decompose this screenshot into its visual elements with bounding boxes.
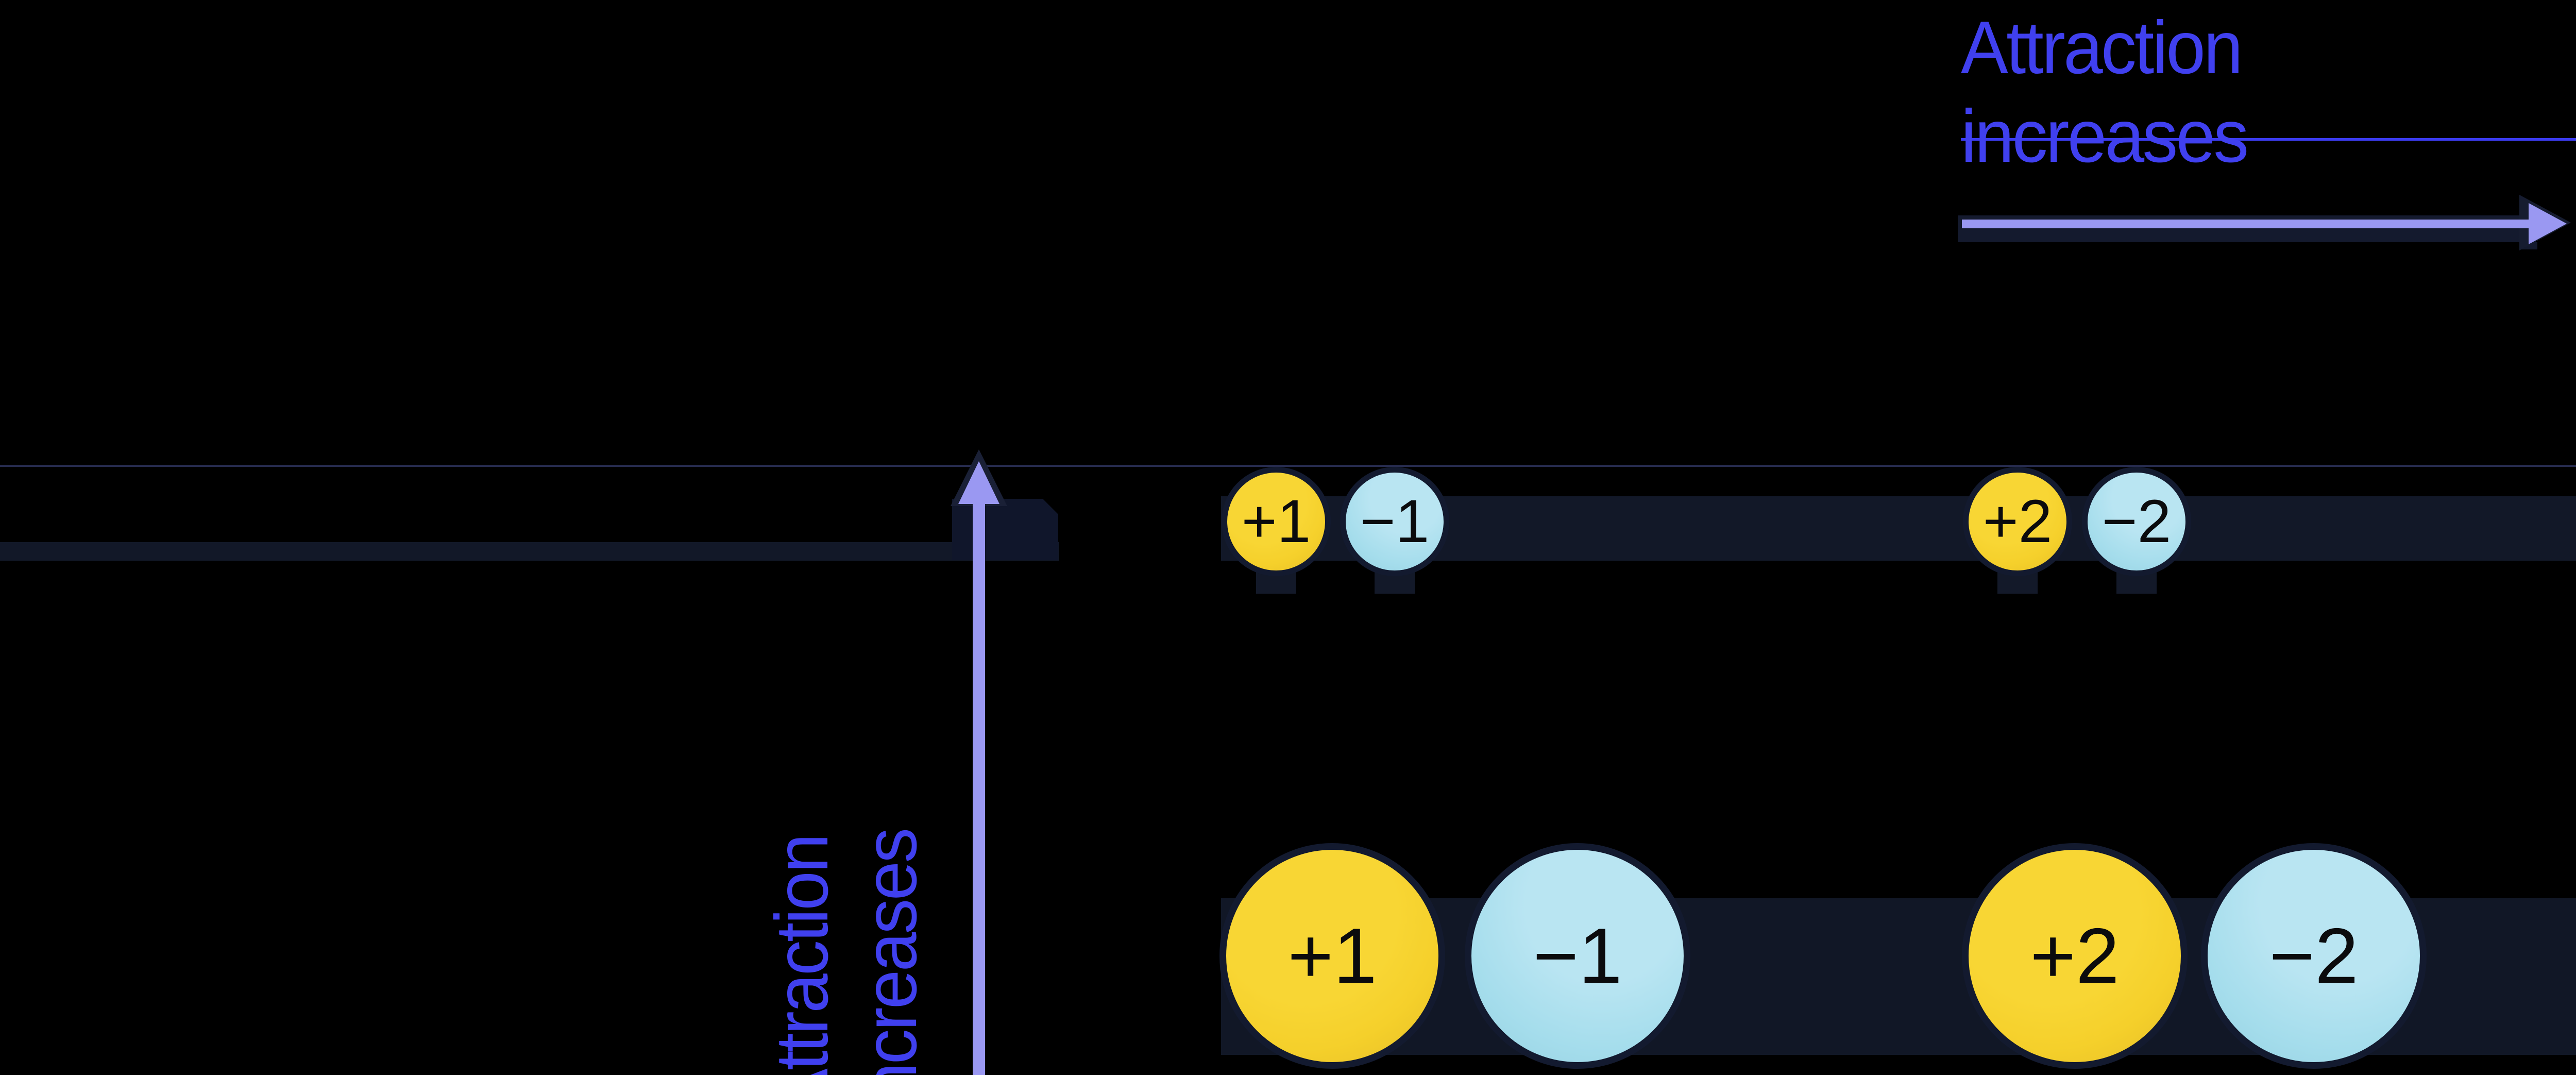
y-axis-notch-band xyxy=(952,499,1058,560)
ion-label: −1 xyxy=(1533,912,1622,1000)
ion-label: +2 xyxy=(1982,488,2053,556)
ion-small-minus1: −1 xyxy=(1340,467,1449,576)
ion-small-minus2: −2 xyxy=(2082,467,2191,576)
ion-label: −2 xyxy=(2269,912,2359,1000)
ion-small-plus1: +1 xyxy=(1222,467,1331,576)
x-axis-arrow xyxy=(1962,220,2530,228)
left-floor-band xyxy=(0,542,1059,561)
ion-label: +2 xyxy=(2030,912,2120,1000)
ion-label: −2 xyxy=(2102,488,2172,556)
x-axis-label: Attraction increases xyxy=(1961,6,2249,178)
x-label-underline xyxy=(1961,138,2576,141)
y-arrow-head-icon xyxy=(958,461,999,504)
row1-baseline-line xyxy=(0,465,2576,467)
ion-label: −1 xyxy=(1360,488,1430,556)
ion-large-plus1: +1 xyxy=(1219,843,1445,1069)
ion-small-plus2: +2 xyxy=(1963,467,2072,576)
ion-large-minus2: −2 xyxy=(2201,843,2427,1069)
y-axis-arrow xyxy=(973,504,985,1075)
ion-label: +1 xyxy=(1241,488,1311,556)
x-arrow-head-icon xyxy=(2529,203,2567,244)
ion-large-minus1: −1 xyxy=(1465,843,1690,1069)
ion-large-plus2: +2 xyxy=(1962,843,2188,1069)
y-axis-label: Attraction increases xyxy=(760,829,932,1075)
ion-label: +1 xyxy=(1287,912,1377,1000)
